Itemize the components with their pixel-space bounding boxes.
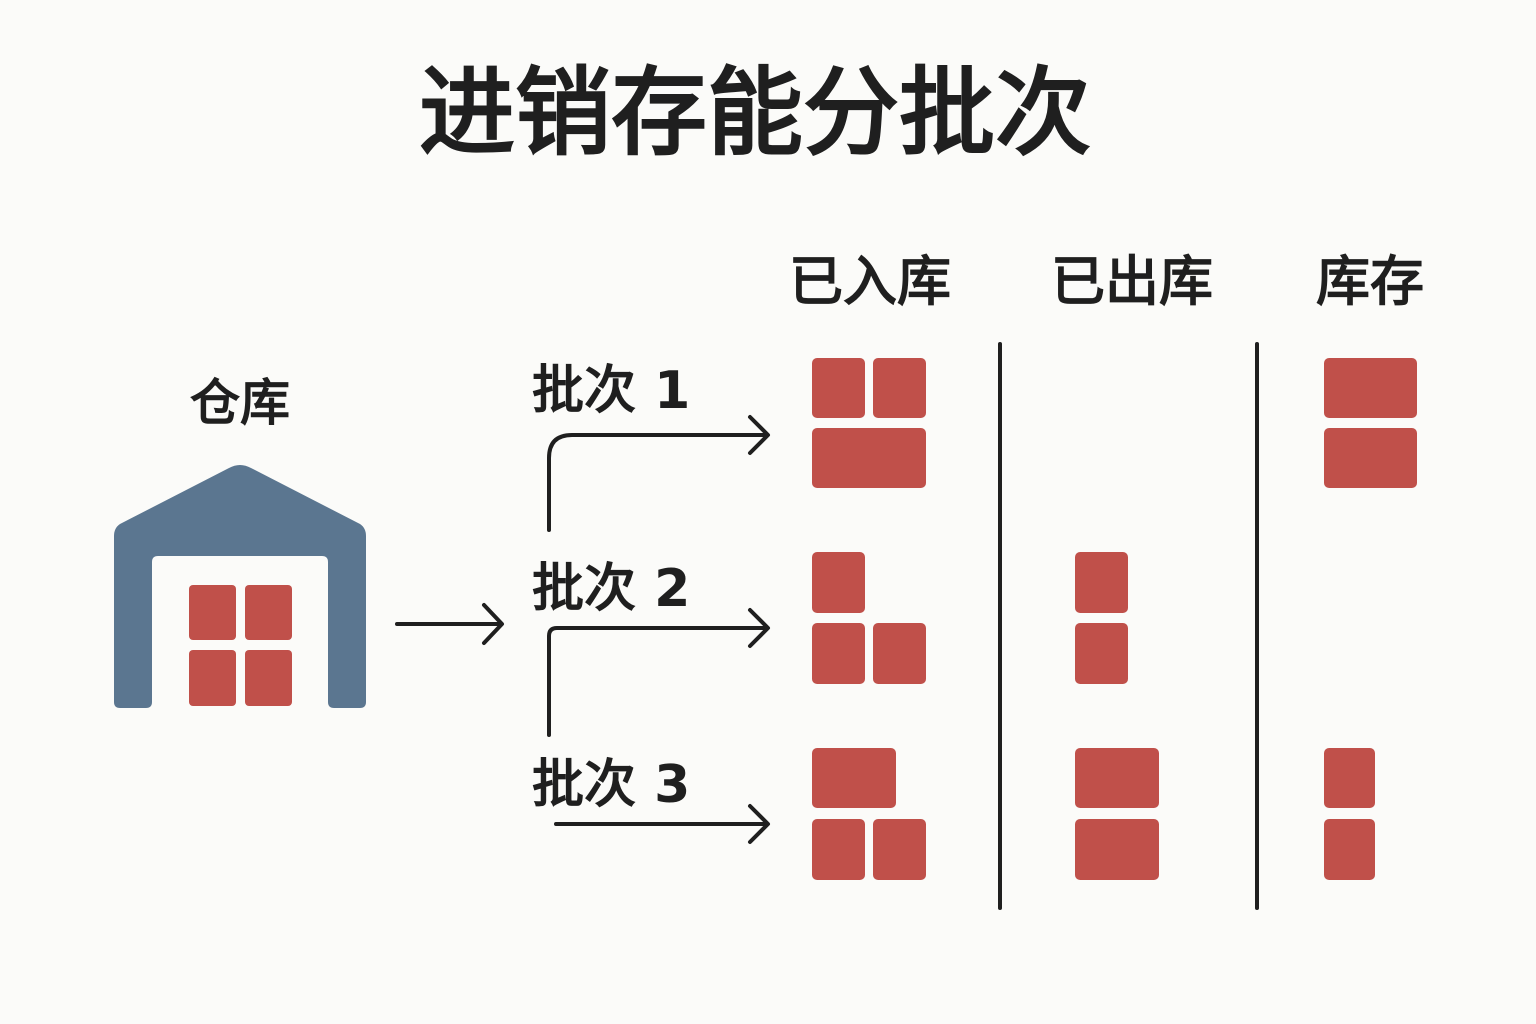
inventory-block <box>812 428 926 488</box>
inventory-block <box>812 819 865 880</box>
column-header-stock: 库存 <box>1316 250 1424 313</box>
inventory-block <box>873 623 926 684</box>
column-header-received: 已入库 <box>789 250 951 313</box>
inventory-block <box>1075 623 1128 684</box>
batch-label-2: 批次 2 <box>532 559 690 619</box>
warehouse-icon <box>114 465 366 708</box>
inventory-block <box>812 358 865 418</box>
batch-2-shipped-blocks <box>1075 552 1128 684</box>
batch-1-received-blocks <box>812 358 926 488</box>
warehouse-box <box>189 650 236 706</box>
batch-2-arrow <box>547 608 770 737</box>
batch-1-stock-blocks <box>1324 358 1417 488</box>
batch-3-arrow <box>554 804 770 844</box>
inventory-block <box>1075 819 1159 880</box>
inventory-block <box>812 623 865 684</box>
inventory-block <box>1324 428 1417 488</box>
inventory-block <box>1324 748 1375 808</box>
batch-label-1: 批次 1 <box>532 361 690 421</box>
inventory-block <box>1075 552 1128 613</box>
inventory-block <box>873 819 926 880</box>
column-header-shipped: 已出库 <box>1051 250 1213 313</box>
batch-3-shipped-blocks <box>1075 748 1159 880</box>
warehouse-box <box>245 650 292 706</box>
inventory-block <box>812 748 896 808</box>
inventory-block <box>1324 819 1375 880</box>
batch-label-3: 批次 3 <box>532 755 690 815</box>
warehouse-label: 仓库 <box>190 374 290 432</box>
inventory-block <box>873 358 926 418</box>
batch-2-received-blocks <box>812 552 926 684</box>
warehouse-to-batches-arrow <box>395 603 504 645</box>
batch-3-received-blocks <box>812 748 926 880</box>
page-title: 进销存能分批次 <box>419 57 1091 169</box>
warehouse-building <box>114 465 366 708</box>
warehouse-box <box>189 585 236 640</box>
inventory-block <box>1324 358 1417 418</box>
batch-1-arrow <box>547 415 770 532</box>
inventory-block <box>812 552 865 613</box>
inventory-block <box>1075 748 1159 808</box>
batch-3-stock-blocks <box>1324 748 1375 880</box>
warehouse-box <box>245 585 292 640</box>
